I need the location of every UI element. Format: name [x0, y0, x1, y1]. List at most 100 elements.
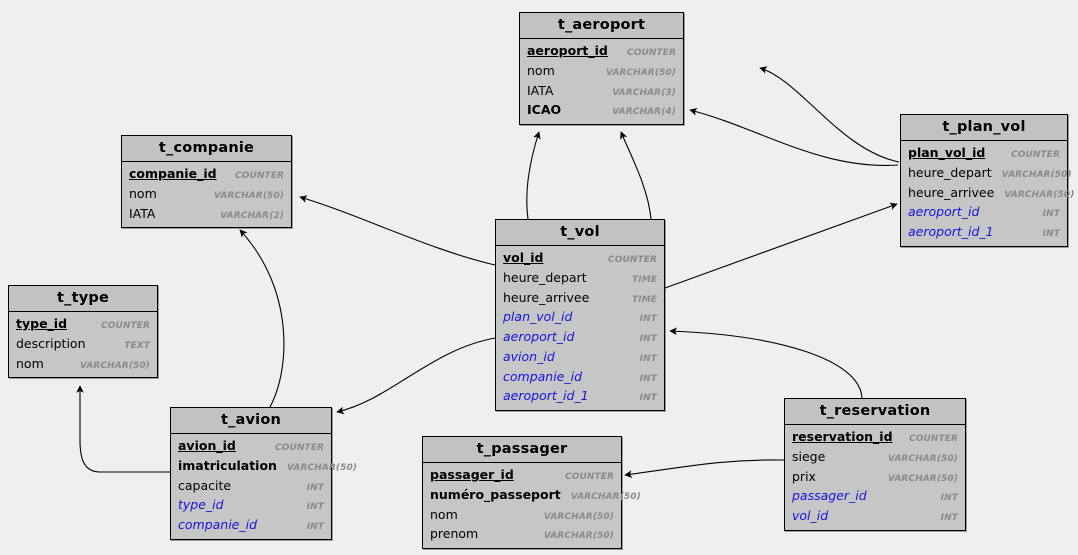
- field-type: INT: [306, 502, 324, 513]
- field-name: companie_id: [129, 166, 217, 181]
- field-name: heure_arrivee: [908, 184, 995, 200]
- field-row[interactable]: type_id INT: [171, 495, 331, 515]
- field-row[interactable]: ICAO VARCHAR(4): [520, 100, 683, 120]
- table-title-t_vol: t_vol: [496, 220, 664, 246]
- field-name: plan_vol_id: [503, 309, 573, 325]
- field-name: nom: [16, 355, 44, 371]
- table-title-t_aeroport: t_aeroport: [520, 13, 683, 39]
- relationship-rel-vol-avion: [336, 337, 496, 415]
- field-row[interactable]: vol_id INT: [785, 506, 965, 526]
- field-row[interactable]: siege VARCHAR(50): [785, 447, 965, 467]
- field-name: aeroport_id: [527, 43, 608, 58]
- field-type: INT: [1042, 229, 1060, 240]
- field-name: aeroport_id: [908, 204, 980, 220]
- field-name: ICAO: [527, 102, 562, 118]
- field-row[interactable]: nom VARCHAR(50): [9, 354, 157, 374]
- field-type: INT: [940, 513, 958, 524]
- relationship-rel-vol-companie: [299, 195, 496, 266]
- relationship-rel-vol-aeroport-2: [620, 131, 652, 220]
- field-name: vol_id: [503, 250, 544, 265]
- table-title-t_avion: t_avion: [171, 408, 331, 434]
- table-title-t_companie: t_companie: [122, 136, 291, 162]
- field-type: INT: [639, 314, 657, 325]
- field-name: IATA: [527, 82, 554, 98]
- field-name: description: [16, 335, 86, 351]
- field-type: INT: [1042, 209, 1060, 220]
- field-name: nom: [129, 185, 157, 201]
- field-type: INT: [639, 353, 657, 364]
- field-type: VARCHAR(50): [79, 360, 150, 371]
- field-name: aeroport_id: [503, 329, 575, 345]
- relationship-rel-vol-planvol: [664, 202, 898, 289]
- field-name: nom: [430, 506, 458, 522]
- field-type: VARCHAR(50): [887, 453, 958, 464]
- field-name: numéro_passeport: [430, 486, 561, 502]
- field-type: INT: [940, 493, 958, 504]
- field-row[interactable]: description TEXT: [9, 334, 157, 354]
- field-row[interactable]: passager_id INT: [785, 486, 965, 506]
- field-name: nom: [527, 62, 555, 78]
- table-title-t_plan_vol: t_plan_vol: [901, 115, 1067, 141]
- field-type: TEXT: [124, 340, 150, 351]
- field-name: type_id: [178, 497, 224, 513]
- field-row[interactable]: aeroport_id INT: [901, 202, 1067, 222]
- field-row[interactable]: numéro_passeport VARCHAR(50): [423, 485, 641, 505]
- field-name: heure_depart: [908, 164, 992, 180]
- field-type: COUNTER: [564, 472, 614, 482]
- table-title-t_reservation: t_reservation: [785, 399, 965, 425]
- field-name: passager_id: [430, 467, 514, 482]
- field-row[interactable]: plan_vol_id INT: [496, 307, 664, 327]
- relationship-rel-avion-companie: [239, 229, 285, 408]
- field-type: VARCHAR(50): [570, 491, 641, 502]
- field-row[interactable]: passager_id COUNTER: [423, 465, 621, 485]
- field-name: avion_id: [178, 438, 236, 453]
- field-name: siege: [792, 448, 826, 464]
- field-name: passager_id: [792, 488, 867, 504]
- field-type: VARCHAR(4): [612, 107, 676, 118]
- field-type: COUNTER: [1010, 150, 1060, 160]
- relationship-rel-avion-type: [76, 385, 170, 473]
- field-name: IATA: [129, 205, 156, 221]
- field-name: vol_id: [792, 508, 829, 524]
- field-name: prix: [792, 468, 816, 484]
